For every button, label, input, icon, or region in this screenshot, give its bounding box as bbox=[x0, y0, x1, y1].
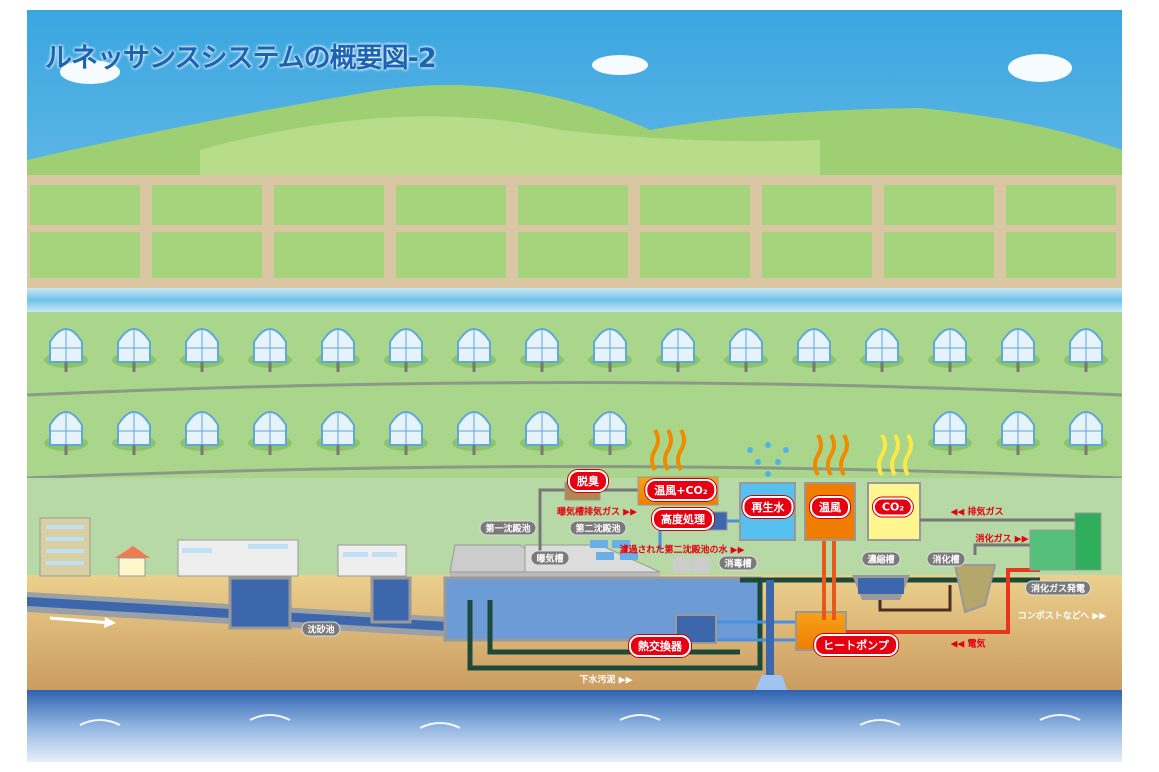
farm-field bbox=[152, 232, 262, 278]
greenhouse bbox=[1064, 411, 1108, 455]
farm-field bbox=[884, 185, 994, 225]
farm-field bbox=[30, 232, 140, 278]
label-thickener: 濃縮槽 bbox=[861, 551, 901, 567]
label-deodorize: 脱臭 bbox=[568, 470, 608, 492]
label-heat-pump: ヒートポンプ bbox=[814, 634, 898, 656]
flow-exhaust-gas: ◀◀ 排気ガス bbox=[950, 507, 1004, 518]
farm-field bbox=[396, 232, 506, 278]
greenhouse bbox=[1064, 328, 1108, 372]
label-digestion-gas-power: 消化ガス発電 bbox=[1024, 580, 1092, 596]
label-aeration-tank: 曝気槽 bbox=[530, 550, 570, 566]
clouds bbox=[60, 54, 1072, 84]
greenhouse bbox=[180, 328, 224, 372]
greenhouse bbox=[928, 328, 972, 372]
label-heat-exchanger: 熱交換器 bbox=[629, 635, 691, 657]
farm-field bbox=[152, 185, 262, 225]
farm-field bbox=[1006, 232, 1116, 278]
label-advanced-treatment: 高度処理 bbox=[652, 508, 714, 530]
flow-sewage-sludge: 下水汚泥 ▶▶ bbox=[579, 675, 633, 686]
sea bbox=[27, 690, 1122, 762]
label-grit-chamber: 沈砂池 bbox=[301, 621, 341, 637]
greenhouse bbox=[112, 411, 156, 455]
greenhouse bbox=[656, 328, 700, 372]
farm-field bbox=[274, 232, 384, 278]
farm-field bbox=[1006, 185, 1116, 225]
label-secondary-settling: 第二沈殿池 bbox=[569, 520, 627, 536]
greenhouse bbox=[452, 411, 496, 455]
flow-filtered-water: 濾過された第二沈殿池の水 ▶▶ bbox=[619, 545, 745, 556]
label-disinfection-tank: 消毒槽 bbox=[718, 555, 758, 571]
farm-field bbox=[640, 185, 750, 225]
label-co2: CO₂ bbox=[872, 497, 914, 517]
greenhouse bbox=[588, 328, 632, 372]
greenhouse bbox=[996, 328, 1040, 372]
greenhouse bbox=[724, 328, 768, 372]
greenhouse bbox=[792, 328, 836, 372]
label-primary-settling: 第一沈殿池 bbox=[479, 520, 537, 536]
greenhouse bbox=[996, 411, 1040, 455]
greenhouse bbox=[248, 328, 292, 372]
greenhouse bbox=[384, 328, 428, 372]
flow-electricity: ◀◀ 電気 bbox=[950, 639, 986, 650]
farm-field bbox=[518, 185, 628, 225]
greenhouse bbox=[928, 411, 972, 455]
greenhouse bbox=[44, 328, 88, 372]
label-reclaimed-water: 再生水 bbox=[742, 496, 794, 518]
farm-field bbox=[762, 185, 872, 225]
greenhouse bbox=[860, 328, 904, 372]
greenhouse bbox=[316, 411, 360, 455]
greenhouse bbox=[384, 411, 428, 455]
farm-field bbox=[884, 232, 994, 278]
greenhouse bbox=[248, 411, 292, 455]
farm-field bbox=[518, 232, 628, 278]
farm-field bbox=[762, 232, 872, 278]
flow-digestion-gas: 消化ガス ▶▶ bbox=[975, 534, 1029, 545]
greenhouse bbox=[44, 411, 88, 455]
greenhouse bbox=[316, 328, 360, 372]
greenhouse bbox=[180, 411, 224, 455]
farm-field bbox=[274, 185, 384, 225]
label-warm-air: 温風 bbox=[810, 496, 850, 518]
river bbox=[27, 288, 1122, 312]
greenhouse bbox=[452, 328, 496, 372]
label-warm-air-co2: 温風+CO₂ bbox=[645, 479, 717, 501]
page-title: ルネッサンスシステムの概要図-2 bbox=[45, 43, 437, 74]
greenhouse bbox=[520, 411, 564, 455]
greenhouse bbox=[112, 328, 156, 372]
flow-to-compost: コンポストなどへ ▶▶ bbox=[1017, 611, 1107, 622]
label-digester: 消化槽 bbox=[926, 551, 966, 567]
farm-field bbox=[30, 185, 140, 225]
farm-field bbox=[396, 185, 506, 225]
greenhouse bbox=[588, 411, 632, 455]
greenhouse bbox=[520, 328, 564, 372]
flow-aeration-exhaust: 曝気槽排気ガス ▶▶ bbox=[557, 507, 637, 518]
farm-field bbox=[640, 232, 750, 278]
